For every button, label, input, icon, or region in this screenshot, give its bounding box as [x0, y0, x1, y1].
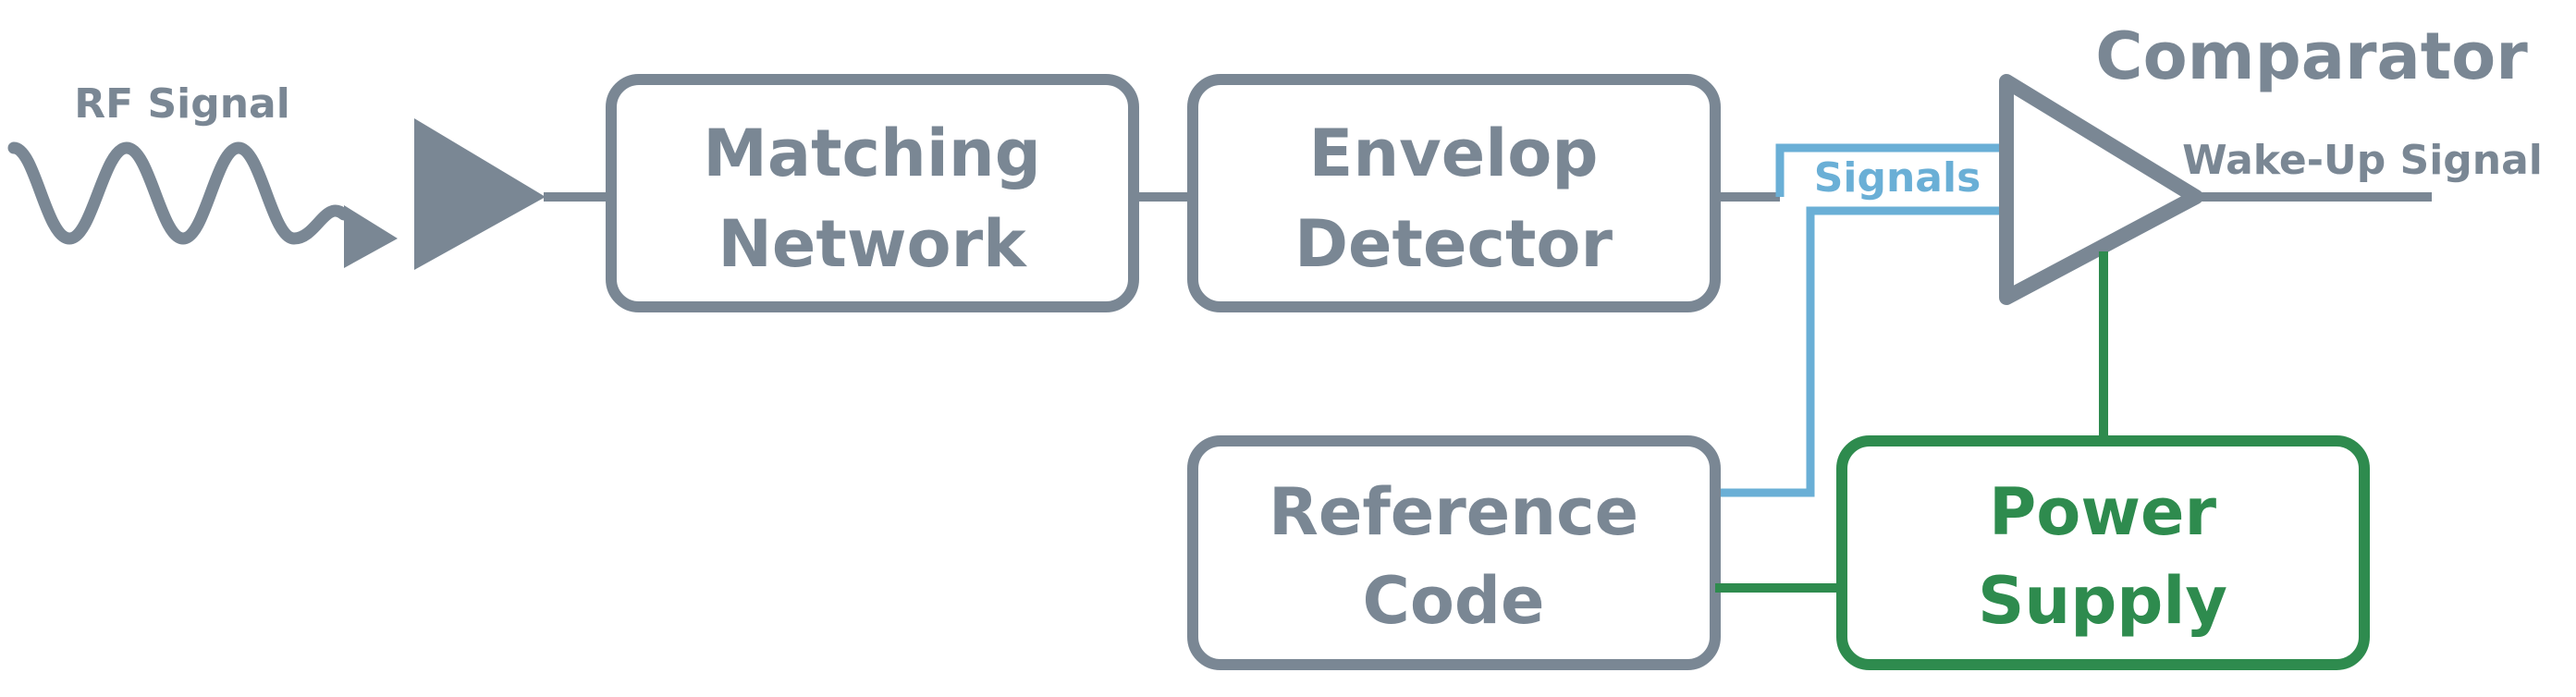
reference-code-line2: Code	[1362, 563, 1544, 639]
matching-network-line1: Matching	[703, 116, 1041, 191]
reference-code-line1: Reference	[1269, 474, 1638, 550]
rf-arrow-head	[344, 205, 398, 268]
amplifier-triangle	[414, 118, 546, 270]
power-supply-block	[1836, 435, 2370, 670]
reference-code-block	[1187, 435, 1721, 670]
envelop-detector-line1: Envelop	[1309, 116, 1599, 191]
signals-label: Signals	[1814, 154, 1981, 202]
comparator-triangle	[1999, 74, 2203, 305]
rf-sine-wave	[7, 141, 350, 245]
wake-up-signal-label: Wake-Up Signal	[2182, 137, 2543, 184]
envelop-detector-line2: Detector	[1294, 206, 1613, 282]
rf-signal-label: RF Signal	[74, 80, 290, 128]
wire-reference-to-comparator	[1715, 206, 2006, 497]
comparator-label: Comparator	[2095, 18, 2528, 94]
power-supply-line1: Power	[1989, 474, 2217, 550]
matching-network-line2: Network	[718, 206, 1027, 282]
wire-envelop-to-comparator	[1775, 143, 2006, 197]
power-supply-line2: Supply	[1978, 563, 2227, 639]
